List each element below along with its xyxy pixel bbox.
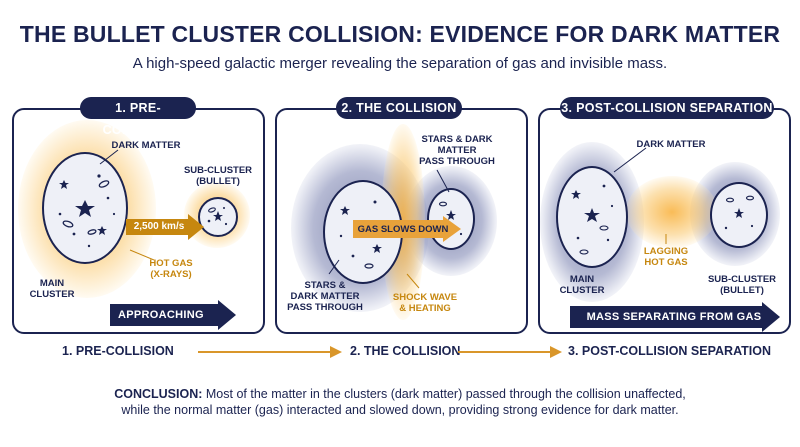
mass-separating-arrowhead (762, 302, 780, 332)
leader-lines-p3 (613, 147, 667, 244)
sub-cluster-label-post: SUB-CLUSTER (BULLET) (707, 274, 777, 296)
stars-dark-matter-top-label: STARS & DARK MATTER PASS THROUGH (419, 134, 495, 167)
stars-dark-matter-bottom-label: STARS & DARK MATTER PASS THROUGH (287, 280, 363, 313)
dark-matter-label: DARK MATTER (111, 140, 181, 151)
conclusion-text-1: Most of the matter in the clusters (dark… (202, 387, 686, 401)
panel-post-collision: DARK MATTER LAGGING HOT GAS MAIN CLUSTER… (538, 108, 791, 334)
sub-cluster-collision (427, 188, 475, 250)
main-cluster (42, 152, 128, 264)
timeline-arrow-2 (458, 346, 562, 358)
panel-pre-collision: 2,500 km/s DARK MATTER SUB-CLUSTER (BULL… (12, 108, 265, 334)
velocity-arrow (126, 214, 204, 240)
panel-heading-collision: 2. THE COLLISION (336, 97, 462, 119)
conclusion-line-2: while the normal matter (gas) interacted… (121, 403, 679, 417)
timeline-arrow-1 (198, 346, 342, 358)
gas-slows-arrow (353, 216, 461, 242)
page-title: THE BULLET CLUSTER COLLISION: EVIDENCE F… (19, 21, 781, 47)
sub-galaxy-field-post (724, 195, 755, 230)
galaxy-field (58, 174, 116, 248)
timeline-step-1: 1. PRE-COLLISION (62, 344, 174, 358)
approaching-banner: APPROACHING (110, 304, 218, 326)
dark-matter-label-post: DARK MATTER (636, 139, 706, 150)
lagging-gas-label: LAGGING HOT GAS (643, 246, 689, 268)
hot-gas-label: HOT GAS (X-RAYS) (149, 258, 193, 280)
panel-heading-post-collision: 3. POST-COLLISION SEPARATION (560, 97, 774, 119)
panel-collision: GAS SLOWS DOWN STARS & DARK MATTER PASS … (275, 108, 528, 334)
approaching-arrowhead (218, 300, 236, 330)
panel-heading-pre-collision: 1. PRE-COLLISION (80, 97, 196, 137)
page-subtitle: A high-speed galactic merger revealing t… (132, 55, 668, 72)
galaxy-field-post (571, 184, 614, 255)
timeline-step-3: 3. POST-COLLISION SEPARATION (568, 344, 772, 358)
leader-lines-p1 (99, 149, 155, 261)
timeline-step-2: 2. THE COLLISION (350, 344, 461, 358)
conclusion-line-1: CONCLUSION: Most of the matter in the cl… (0, 386, 800, 402)
mass-separating-banner: MASS SEPARATING FROM GAS (570, 306, 762, 328)
main-cluster-label-post: MAIN CLUSTER (559, 274, 605, 296)
sub-cluster (198, 197, 238, 237)
conclusion: CONCLUSION: Most of the matter in the cl… (0, 386, 800, 418)
velocity-label: 2,500 km/s (133, 221, 185, 232)
leader-lines-p2 (328, 169, 450, 289)
sub-cluster-post (710, 182, 768, 248)
shock-wave-label: SHOCK WAVE & HEATING (392, 292, 458, 314)
sub-cluster-label: SUB-CLUSTER (BULLET) (183, 165, 253, 187)
conclusion-lead: CONCLUSION: (114, 387, 203, 401)
lagging-gas-glow (626, 176, 718, 248)
gas-slows-label: GAS SLOWS DOWN (357, 224, 449, 235)
sub-galaxy-field (207, 207, 228, 226)
main-cluster-post (556, 166, 628, 268)
main-cluster-label: MAIN CLUSTER (29, 278, 75, 300)
